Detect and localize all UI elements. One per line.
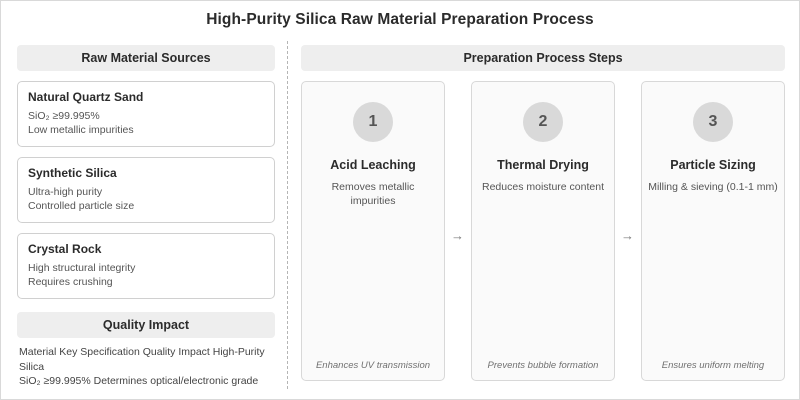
source-card-natural-quartz-sand[interactable]: Natural Quartz Sand SiO₂ ≥99.995% Low me… [17,81,275,147]
column-divider [287,41,288,389]
arrow-right-icon: → [451,228,464,243]
step-description: Reduces moisture content [482,181,604,193]
quality-impact-line-2: SiO₂ ≥99.995% Determines optical/electro… [19,375,259,387]
arrow-right-icon: → [621,228,634,243]
step-number-badge: 1 [353,102,393,142]
step-description: Removes metallic impurities [331,181,415,207]
source-card-crystal-rock[interactable]: Crystal Rock High structural integrity R… [17,233,275,299]
quality-impact-header: Quality Impact [17,312,275,338]
source-name: Crystal Rock [28,242,102,256]
raw-material-sources-column: Raw Material Sources Natural Quartz Sand… [17,45,275,389]
quality-impact-line-1: Material Key Specification Quality Impac… [19,346,265,373]
page-title: High-Purity Silica Raw Material Preparat… [206,11,594,28]
step-footer-note: Ensures uniform melting [661,360,765,371]
source-spec-line: High structural integrity [28,262,136,274]
process-step-card-2[interactable]: 2 Thermal Drying Reduces moisture conten… [471,81,615,381]
source-name: Synthetic Silica [28,166,117,180]
source-spec-line: SiO₂ ≥99.995% [28,110,100,122]
process-steps-row: 1 Acid Leaching Removes metallic impurit… [301,81,785,381]
source-card-synthetic-silica[interactable]: Synthetic Silica Ultra-high purity Contr… [17,157,275,223]
source-spec-line: Ultra-high purity [28,186,103,198]
process-step-card-1[interactable]: 1 Acid Leaching Removes metallic impurit… [301,81,445,381]
step-title: Thermal Drying [497,158,589,172]
process-step-card-3[interactable]: 3 Particle Sizing Milling & sieving (0.1… [641,81,785,381]
step-title: Acid Leaching [330,158,416,172]
sources-section-header: Raw Material Sources [17,45,275,71]
step-title: Particle Sizing [670,158,756,172]
steps-section-header: Preparation Process Steps [301,45,785,71]
source-spec-line: Controlled particle size [28,200,135,212]
step-number-badge: 3 [693,102,733,142]
source-name: Natural Quartz Sand [28,90,144,104]
step-footer-note: Prevents bubble formation [487,360,599,371]
step-footer-note: Enhances UV transmission [315,360,431,371]
source-spec-line: Low metallic impurities [28,124,134,136]
diagram-body: Raw Material Sources Natural Quartz Sand… [1,39,799,399]
step-number-badge: 2 [523,102,563,142]
step-description: Milling & sieving (0.1-1 mm) [648,181,778,193]
preparation-process-column: Preparation Process Steps 1 Acid Leachin… [301,45,785,381]
source-spec-line: Requires crushing [28,276,113,288]
